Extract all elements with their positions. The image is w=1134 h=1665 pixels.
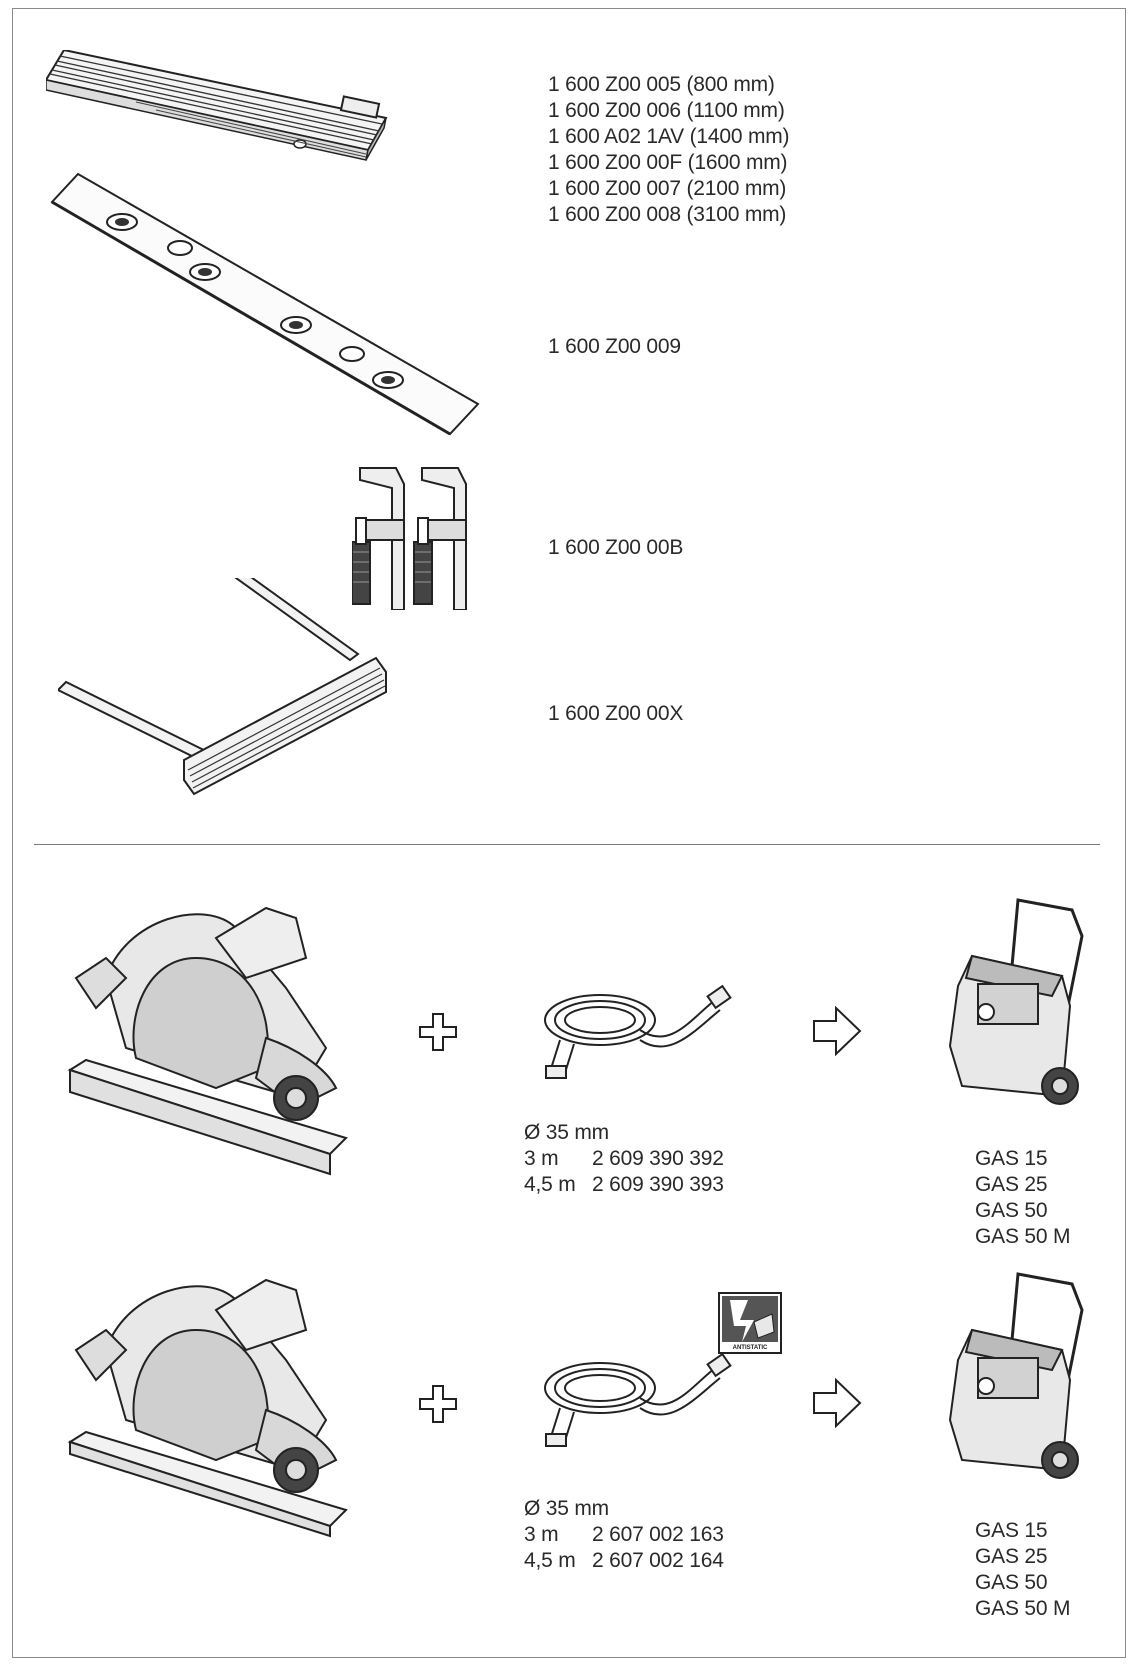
guide-rail-code: 1 600 Z00 007 (2100 mm)	[548, 177, 787, 200]
page-frame	[12, 8, 1126, 1658]
hose-illustration	[540, 1348, 740, 1448]
antistatic-icon: ANTISTATIC	[718, 1292, 782, 1354]
hose-length: 4,5 m	[524, 1549, 576, 1572]
extractor-model: GAS 50	[975, 1199, 1048, 1222]
extractor-model: GAS 50 M	[975, 1597, 1071, 1620]
hose-option: 4,5 m 2 607 002 164	[524, 1548, 724, 1574]
antistatic-badge-label: ANTISTATIC	[733, 1345, 768, 1351]
extractor-model: GAS 15	[975, 1147, 1048, 1170]
hose-code: 2 609 390 393	[592, 1173, 724, 1196]
guide-rail-code: 1 600 Z00 006 (1100 mm)	[548, 99, 785, 122]
guide-rail-codes: 1 600 Z00 005 (800 mm) 1 600 Z00 006 (11…	[548, 72, 790, 228]
hose-option: 3 m 2 607 002 163	[524, 1522, 724, 1548]
hose-diameter: Ø 35 mm	[524, 1121, 609, 1144]
connector-plate-code: 1 600 Z00 009	[548, 335, 681, 358]
guide-rail-code: 1 600 A02 1AV (1400 mm)	[548, 125, 790, 148]
extractor-list: GAS 15 GAS 25 GAS 50 GAS 50 M	[975, 1146, 1070, 1250]
plus-icon	[418, 1384, 458, 1424]
connector-plate-illustration	[50, 172, 480, 437]
hose-illustration	[540, 980, 740, 1080]
arrow-right-icon	[812, 1378, 862, 1428]
clamps-code: 1 600 Z00 00B	[548, 536, 684, 559]
hose-diameter: Ø 35 mm	[524, 1497, 609, 1520]
extractor-model: GAS 25	[975, 1173, 1048, 1196]
hose-option: 4,5 m 2 609 390 393	[524, 1172, 724, 1198]
plus-icon	[418, 1012, 458, 1052]
arrow-right-icon	[812, 1006, 862, 1056]
hose-spec: Ø 35 mm 3 m 2 607 002 163 4,5 m 2 607 00…	[524, 1496, 724, 1574]
extractor-model: GAS 25	[975, 1545, 1048, 1568]
guide-rail-illustration	[46, 50, 416, 220]
hose-spec: Ø 35 mm 3 m 2 609 390 392 4,5 m 2 609 39…	[524, 1120, 724, 1198]
guide-rail-code: 1 600 Z00 00F (1600 mm)	[548, 151, 788, 174]
extractor-list: GAS 15 GAS 25 GAS 50 GAS 50 M	[975, 1518, 1070, 1622]
hose-length: 3 m	[524, 1523, 559, 1546]
clamps-illustration	[352, 460, 502, 610]
extractor-model: GAS 50 M	[975, 1225, 1071, 1248]
hose-length: 4,5 m	[524, 1173, 576, 1196]
hose-option: 3 m 2 609 390 392	[524, 1146, 724, 1172]
dust-extractor-illustration	[942, 1270, 1092, 1500]
extractor-model: GAS 50	[975, 1571, 1048, 1594]
plunge-saw-illustration	[66, 898, 366, 1178]
plunge-saw-illustration	[66, 1270, 366, 1540]
hose-code: 2 609 390 392	[592, 1147, 724, 1170]
guide-rail-code: 1 600 Z00 005 (800 mm)	[548, 73, 775, 96]
section-divider	[34, 844, 1100, 845]
extractor-model: GAS 15	[975, 1519, 1048, 1542]
parallel-guide-illustration	[58, 578, 418, 808]
guide-rail-code: 1 600 Z00 008 (3100 mm)	[548, 203, 787, 226]
parallel-guide-code: 1 600 Z00 00X	[548, 702, 684, 725]
hose-length: 3 m	[524, 1147, 559, 1170]
dust-extractor-illustration	[942, 896, 1092, 1126]
hose-code: 2 607 002 163	[592, 1523, 724, 1546]
hose-code: 2 607 002 164	[592, 1549, 724, 1572]
